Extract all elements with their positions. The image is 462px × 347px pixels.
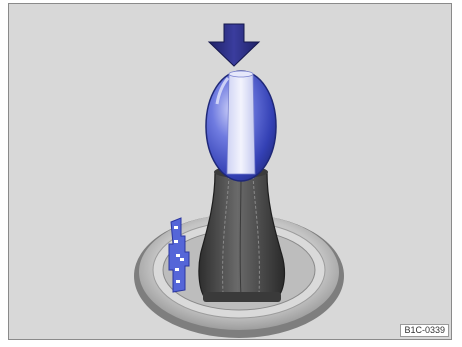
shifter-knob [206, 71, 276, 181]
gear-shifter-illustration [9, 4, 452, 340]
shifter-boot [199, 166, 285, 302]
figure-code-label: B1C-0339 [400, 324, 449, 337]
figure-frame: B1C-0339 [8, 3, 452, 340]
down-arrow-icon [209, 24, 259, 66]
